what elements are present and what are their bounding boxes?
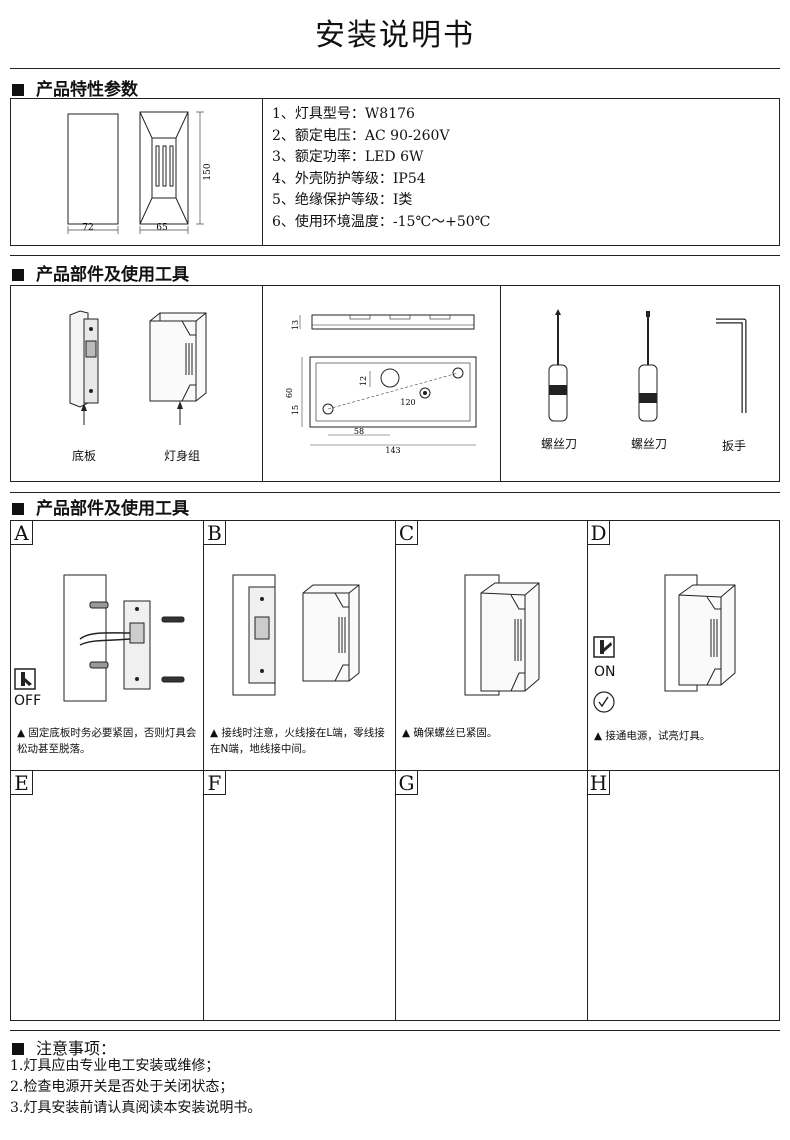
- section-divider: [10, 1030, 780, 1031]
- square-bullet-icon: [12, 84, 24, 96]
- page-title: 安装说明书: [315, 18, 475, 53]
- section-heading-steps: 产品部件及使用工具: [12, 494, 189, 519]
- section-heading-parts: 产品部件及使用工具: [12, 260, 189, 285]
- section-heading-text: 产品部件及使用工具: [36, 265, 189, 285]
- base-plate-technical-drawing: 13 60 15 12 120 58 143: [285, 314, 477, 455]
- section-heading-specs: 产品特性参数: [12, 75, 138, 100]
- grid-col-divider: [395, 520, 396, 1021]
- tools-illustration: [548, 309, 747, 422]
- dim-143: 143: [385, 446, 400, 455]
- step-letter-a: A: [11, 521, 33, 545]
- step-letter-f: F: [204, 771, 226, 795]
- fixture-dimension-drawing: 72 65 150: [67, 111, 213, 234]
- dim-120: 120: [400, 398, 415, 407]
- tool-label-phillips-screwdriver: 螺丝刀: [540, 437, 577, 451]
- notes-list: 1.灯具应由专业电工安装或维修； 2.检查电源开关是否处于关闭状态； 3.灯具安…: [10, 1056, 261, 1119]
- step-d-illustration: [664, 574, 736, 692]
- step-letter-h: H: [588, 771, 610, 795]
- step-letter-d: D: [588, 521, 610, 545]
- step-letter-b: B: [204, 521, 226, 545]
- notes-item: 3.灯具安装前请认真阅读本安装说明书。: [10, 1100, 262, 1116]
- spec-list: 1、灯具型号：W8176 2、额定电压：AC 90-260V 3、额定功率：LE…: [272, 104, 490, 233]
- square-bullet-icon: [12, 269, 24, 281]
- light-body-label: 灯身组: [163, 449, 200, 463]
- section-heading-text: 产品特性参数: [36, 80, 138, 100]
- base-plate-label: 底板: [71, 449, 96, 463]
- notes-item: 2.检查电源开关是否处于关闭状态；: [10, 1079, 234, 1095]
- dim-depth: 65: [156, 223, 168, 233]
- section-divider: [10, 68, 780, 69]
- spec-item: 1、灯具型号：W8176: [272, 106, 415, 122]
- specs-panel: [10, 98, 780, 246]
- spec-item: 6、使用环境温度：-15℃～+50℃: [272, 213, 491, 230]
- spec-item: 2、额定电压：AC 90-260V: [272, 127, 450, 144]
- notes-heading: 注意事项：: [12, 1035, 116, 1059]
- step-d-note: ▲ 接通电源，试亮灯具。: [594, 730, 711, 742]
- dim-15: 15: [291, 405, 300, 415]
- switch-on-label: ON: [594, 664, 616, 680]
- spec-item: 3、额定功率：LED 6W: [272, 149, 424, 165]
- grid-col-divider: [587, 520, 588, 1021]
- step-letter-e: E: [11, 771, 33, 795]
- section-divider: [10, 255, 780, 256]
- section-heading-text: 产品部件及使用工具: [36, 499, 189, 519]
- tool-label-wrench: 扳手: [721, 439, 746, 453]
- step-letter-c: C: [396, 521, 418, 545]
- check-circle-icon: [593, 691, 615, 713]
- panel-divider: [262, 285, 263, 482]
- step-a-illustration: [63, 574, 185, 702]
- step-letter-g: G: [396, 771, 418, 795]
- step-c-illustration: [464, 574, 540, 696]
- step-a-note: ▲ 固定底板时务必要紧固，否则灯具会松动甚至脱落。: [17, 727, 197, 755]
- step-c-note: ▲ 确保螺丝已紧固。: [402, 727, 498, 739]
- notes-item: 1.灯具应由专业电工安装或维修；: [10, 1058, 220, 1074]
- dim-height: 150: [203, 163, 213, 180]
- switch-off-label: OFF: [14, 693, 42, 709]
- tool-label-flat-screwdriver: 螺丝刀: [630, 437, 667, 451]
- spec-item: 5、绝缘保护等级：I类: [272, 192, 413, 208]
- step-b-note: ▲ 接线时注意，火线接在L端，零线接在N端，地线接中间。: [210, 727, 385, 755]
- parts-illustration: [69, 310, 207, 425]
- dim-60: 60: [285, 388, 294, 398]
- parts-panel: [10, 285, 780, 482]
- grid-col-divider: [203, 520, 204, 1021]
- dim-width: 72: [82, 223, 93, 233]
- dim-58: 58: [354, 427, 364, 436]
- switch-off-icon: [14, 668, 36, 690]
- panel-divider: [500, 285, 501, 482]
- switch-on-icon: [593, 636, 615, 658]
- dim-13: 13: [291, 320, 300, 330]
- dim-12: 12: [359, 376, 368, 386]
- square-bullet-icon: [12, 1043, 24, 1055]
- square-bullet-icon: [12, 503, 24, 515]
- panel-divider: [262, 98, 263, 246]
- spec-item: 4、外壳防护等级：IP54: [272, 170, 426, 187]
- step-b-illustration: [232, 574, 360, 696]
- notes-heading-text: 注意事项：: [36, 1039, 117, 1058]
- section-divider: [10, 492, 780, 493]
